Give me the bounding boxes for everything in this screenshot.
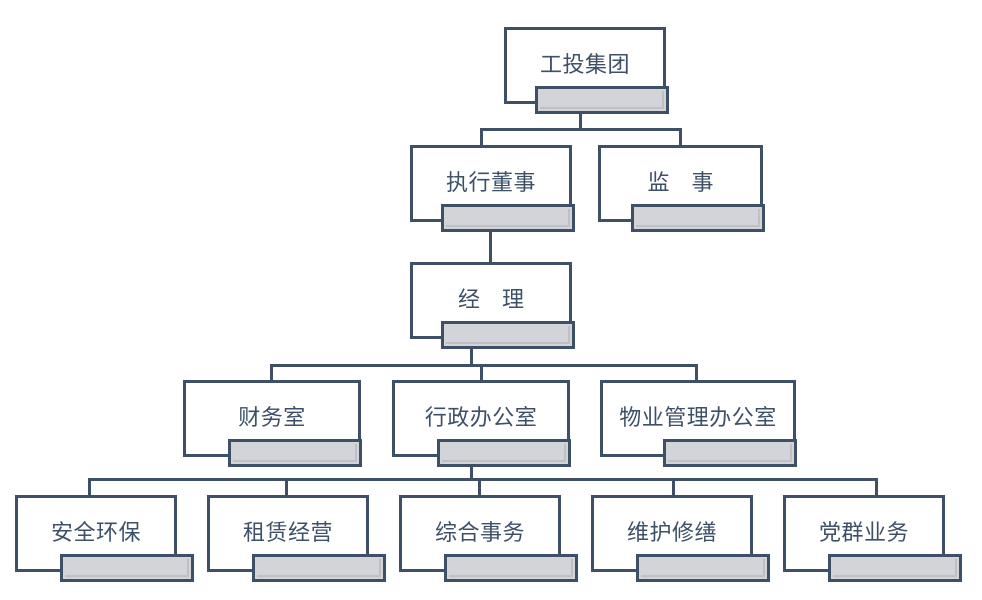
connector-manager-stem <box>470 339 473 367</box>
node-supervisor-bar <box>631 204 765 232</box>
node-party-affairs-bar <box>828 554 962 582</box>
node-admin-office[interactable]: 行政办公室 <box>392 380 571 467</box>
node-admin-office-bar-inner <box>442 444 566 462</box>
node-supervisor-label: 监事 <box>647 170 736 196</box>
node-admin-office-label: 行政办公室 <box>424 405 538 431</box>
node-party-affairs-bar-inner <box>833 559 957 577</box>
connector-drop-leasing <box>285 478 288 498</box>
node-party-affairs-label: 党群业务 <box>818 520 909 546</box>
node-root-bar <box>535 86 669 114</box>
node-root[interactable]: 工投集团 <box>504 27 669 114</box>
connector-drop-exec <box>480 128 483 148</box>
node-finance-office-label: 财务室 <box>238 405 306 431</box>
connector-drop-finance <box>270 364 273 383</box>
node-general-affairs-box: 综合事务 <box>399 495 561 572</box>
connector-drop-maintenance <box>672 478 675 498</box>
node-finance-office-bar <box>228 439 362 467</box>
node-supervisor[interactable]: 监事 <box>598 145 765 232</box>
node-supervisor-bar-inner <box>636 209 760 227</box>
connector-root-stem <box>579 104 582 131</box>
node-exec-director-bar <box>441 204 575 232</box>
node-general-affairs-bar-inner <box>449 559 573 577</box>
node-manager[interactable]: 经理 <box>410 262 575 349</box>
connector-drop-safety <box>88 478 91 498</box>
node-finance-office-bar-inner <box>233 444 357 462</box>
node-general-affairs[interactable]: 综合事务 <box>399 495 578 582</box>
node-leasing-ops-bar <box>252 554 386 582</box>
connector-admin-stem <box>470 457 473 481</box>
node-general-affairs-bar <box>444 554 578 582</box>
node-admin-office-bar <box>437 439 571 467</box>
node-finance-office[interactable]: 财务室 <box>183 380 362 467</box>
node-safety-env-label: 安全环保 <box>50 520 141 546</box>
node-exec-director[interactable]: 执行董事 <box>410 145 575 232</box>
connector-level2-bus <box>480 128 682 131</box>
node-party-affairs[interactable]: 党群业务 <box>783 495 962 582</box>
node-property-office[interactable]: 物业管理办公室 <box>600 380 797 467</box>
node-root-label: 工投集团 <box>539 52 630 78</box>
node-property-office-label: 物业管理办公室 <box>619 405 777 431</box>
node-root-bar-inner <box>540 91 664 109</box>
node-leasing-ops-label: 租赁经营 <box>242 520 333 546</box>
connector-drop-supervisor <box>679 128 682 148</box>
node-leasing-ops-bar-inner <box>257 559 381 577</box>
connector-drop-admin <box>480 364 483 383</box>
node-safety-env[interactable]: 安全环保 <box>15 495 194 582</box>
node-general-affairs-label: 综合事务 <box>434 520 525 546</box>
connector-level4-bus <box>270 364 698 367</box>
node-safety-env-bar <box>60 554 194 582</box>
node-manager-label: 经理 <box>457 287 546 313</box>
node-exec-director-bar-inner <box>446 209 570 227</box>
node-leasing-ops[interactable]: 租赁经营 <box>207 495 386 582</box>
node-maintenance-repair[interactable]: 维护修缮 <box>591 495 770 582</box>
connector-drop-party <box>875 478 878 498</box>
node-property-office-bar <box>663 439 797 467</box>
node-manager-bar <box>441 321 575 349</box>
connector-drop-general <box>478 478 481 498</box>
connector-drop-property <box>695 364 698 383</box>
node-exec-director-label: 执行董事 <box>445 170 536 196</box>
node-maintenance-repair-bar <box>636 554 770 582</box>
node-manager-bar-inner <box>446 326 570 344</box>
node-safety-env-bar-inner <box>65 559 189 577</box>
node-maintenance-repair-bar-inner <box>641 559 765 577</box>
node-maintenance-repair-label: 维护修缮 <box>626 520 717 546</box>
node-property-office-bar-inner <box>668 444 792 462</box>
connector-exec-to-manager <box>489 222 492 265</box>
connector-level5-bus <box>88 478 878 481</box>
